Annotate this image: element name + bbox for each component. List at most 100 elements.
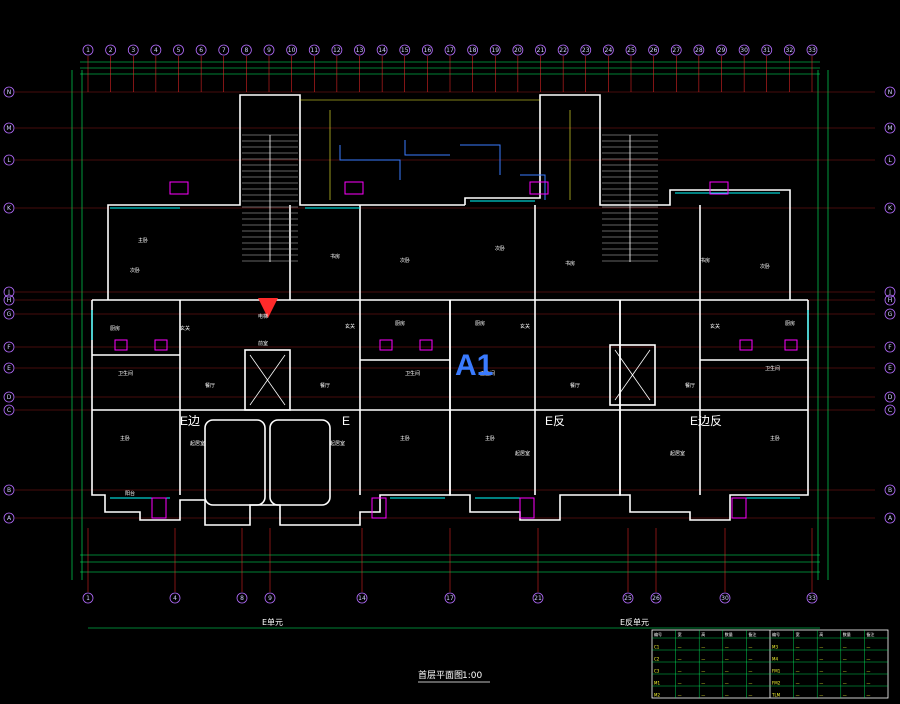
room-label: 卫生间 xyxy=(405,370,420,377)
unit-dimension-label: E单元 xyxy=(262,617,283,627)
svg-text:B: B xyxy=(888,487,892,494)
axis-bubble-bottom: 8 xyxy=(236,592,248,604)
table-cell: — xyxy=(701,645,705,650)
svg-text:A: A xyxy=(7,515,12,522)
table-cell: — xyxy=(701,681,705,686)
svg-text:14: 14 xyxy=(358,595,366,602)
table-cell: — xyxy=(796,657,800,662)
axis-bubble-top: 21 xyxy=(535,44,546,56)
svg-text:15: 15 xyxy=(401,47,409,54)
room-label: 主卧 xyxy=(120,435,130,442)
axis-bubble-right: B xyxy=(884,484,896,496)
room-label: 玄关 xyxy=(520,323,530,330)
axis-bubble-top: 10 xyxy=(286,44,298,56)
room-labels: 主卧 次卧 起居室 厨房 卫生间 餐厅 玄关 电梯 前室 书房 阳台 主卧 主卧… xyxy=(110,237,795,497)
table-cell: — xyxy=(843,681,847,686)
table-cell: — xyxy=(819,681,823,686)
svg-text:C: C xyxy=(7,407,11,414)
axis-bubble-bottom: 1 xyxy=(82,592,94,604)
axis-bubble-right: M xyxy=(884,122,896,134)
axis-bubble-top: 29 xyxy=(716,44,727,56)
svg-text:C: C xyxy=(888,407,892,414)
axis-bubble-top: 9 xyxy=(263,44,275,56)
axis-bubble-right: J xyxy=(884,286,896,298)
svg-text:5: 5 xyxy=(177,47,181,54)
axis-bubble-top: 33 xyxy=(806,44,818,56)
table-cell: — xyxy=(819,657,823,662)
table-cell: — xyxy=(796,693,800,698)
drawing-title: 首层平面图 1:00 xyxy=(418,669,490,683)
table-header-cell: 高 xyxy=(819,631,823,637)
room-label: 次卧 xyxy=(760,263,770,270)
axis-bubble-left: C xyxy=(3,404,15,416)
room-label: 书房 xyxy=(330,253,340,260)
svg-text:29: 29 xyxy=(718,47,726,54)
unit-label: E边 xyxy=(180,414,200,428)
svg-text:26: 26 xyxy=(650,47,658,54)
room-label: 主卧 xyxy=(770,435,780,442)
room-label: 玄关 xyxy=(710,323,720,330)
room-label: 主卧 xyxy=(485,435,495,442)
table-cell: — xyxy=(843,693,847,698)
svg-text:22: 22 xyxy=(559,47,567,54)
axis-bubble-right: F xyxy=(884,341,896,353)
table-header-cell: 编号 xyxy=(772,631,780,637)
axis-bubble-bottom: 14 xyxy=(356,592,368,604)
svg-text:L: L xyxy=(888,157,892,164)
axis-bubble-top: 1 xyxy=(82,44,94,56)
axis-bubble-right: L xyxy=(884,154,896,166)
table-cell: — xyxy=(701,669,705,674)
table-cell: — xyxy=(819,693,823,698)
svg-text:32: 32 xyxy=(786,47,794,54)
table-cell: — xyxy=(725,681,729,686)
axis-bubble-left: M xyxy=(3,122,15,134)
svg-text:L: L xyxy=(7,157,11,164)
svg-text:33: 33 xyxy=(808,595,816,602)
table-header-cell: 编号 xyxy=(654,631,662,637)
north-arrow-marker xyxy=(258,298,278,318)
axis-bubble-top: 32 xyxy=(783,44,795,56)
unit-label: E边反 xyxy=(690,414,722,428)
axis-bubble-top: 24 xyxy=(602,44,614,56)
table-header-cell: 高 xyxy=(701,631,705,637)
svg-text:G: G xyxy=(7,311,12,318)
svg-text:19: 19 xyxy=(491,47,499,54)
axis-bubble-bottom: 30 xyxy=(719,592,731,604)
svg-text:31: 31 xyxy=(763,47,771,54)
svg-text:N: N xyxy=(888,89,893,96)
table-cell: — xyxy=(678,645,682,650)
axis-bubble-top: 19 xyxy=(489,44,501,56)
axis-bubble-top: 7 xyxy=(218,44,230,56)
table-cell: — xyxy=(866,669,870,674)
axis-bubble-top: 14 xyxy=(376,44,388,56)
axis-bubble-top: 22 xyxy=(557,44,569,56)
svg-text:26: 26 xyxy=(652,595,660,602)
table-cell: — xyxy=(725,645,729,650)
table-cell: — xyxy=(843,657,847,662)
table-cell: — xyxy=(819,669,823,674)
table-cell: — xyxy=(748,657,752,662)
drawing-scale: 1:00 xyxy=(462,671,482,681)
svg-text:D: D xyxy=(7,394,12,401)
room-label: 卫生间 xyxy=(118,370,133,377)
svg-text:E: E xyxy=(7,365,11,372)
svg-text:9: 9 xyxy=(267,47,271,54)
room-label: 起居室 xyxy=(190,440,205,447)
room-label: 次卧 xyxy=(130,267,140,274)
stair-flight xyxy=(242,134,298,262)
table-cell: — xyxy=(725,669,729,674)
svg-text:25: 25 xyxy=(624,595,632,602)
table-header-cell: 备注 xyxy=(866,631,874,637)
room-label: 餐厅 xyxy=(685,382,695,389)
table-cell: — xyxy=(748,669,752,674)
table-cell: — xyxy=(866,645,870,650)
room-label: 起居室 xyxy=(670,450,685,457)
axis-bubble-bottom: 21 xyxy=(532,592,544,604)
table-cell: — xyxy=(701,693,705,698)
svg-text:A: A xyxy=(888,515,893,522)
svg-text:25: 25 xyxy=(627,47,635,54)
axis-bubble-top: 31 xyxy=(761,44,773,56)
staircases xyxy=(242,134,658,262)
